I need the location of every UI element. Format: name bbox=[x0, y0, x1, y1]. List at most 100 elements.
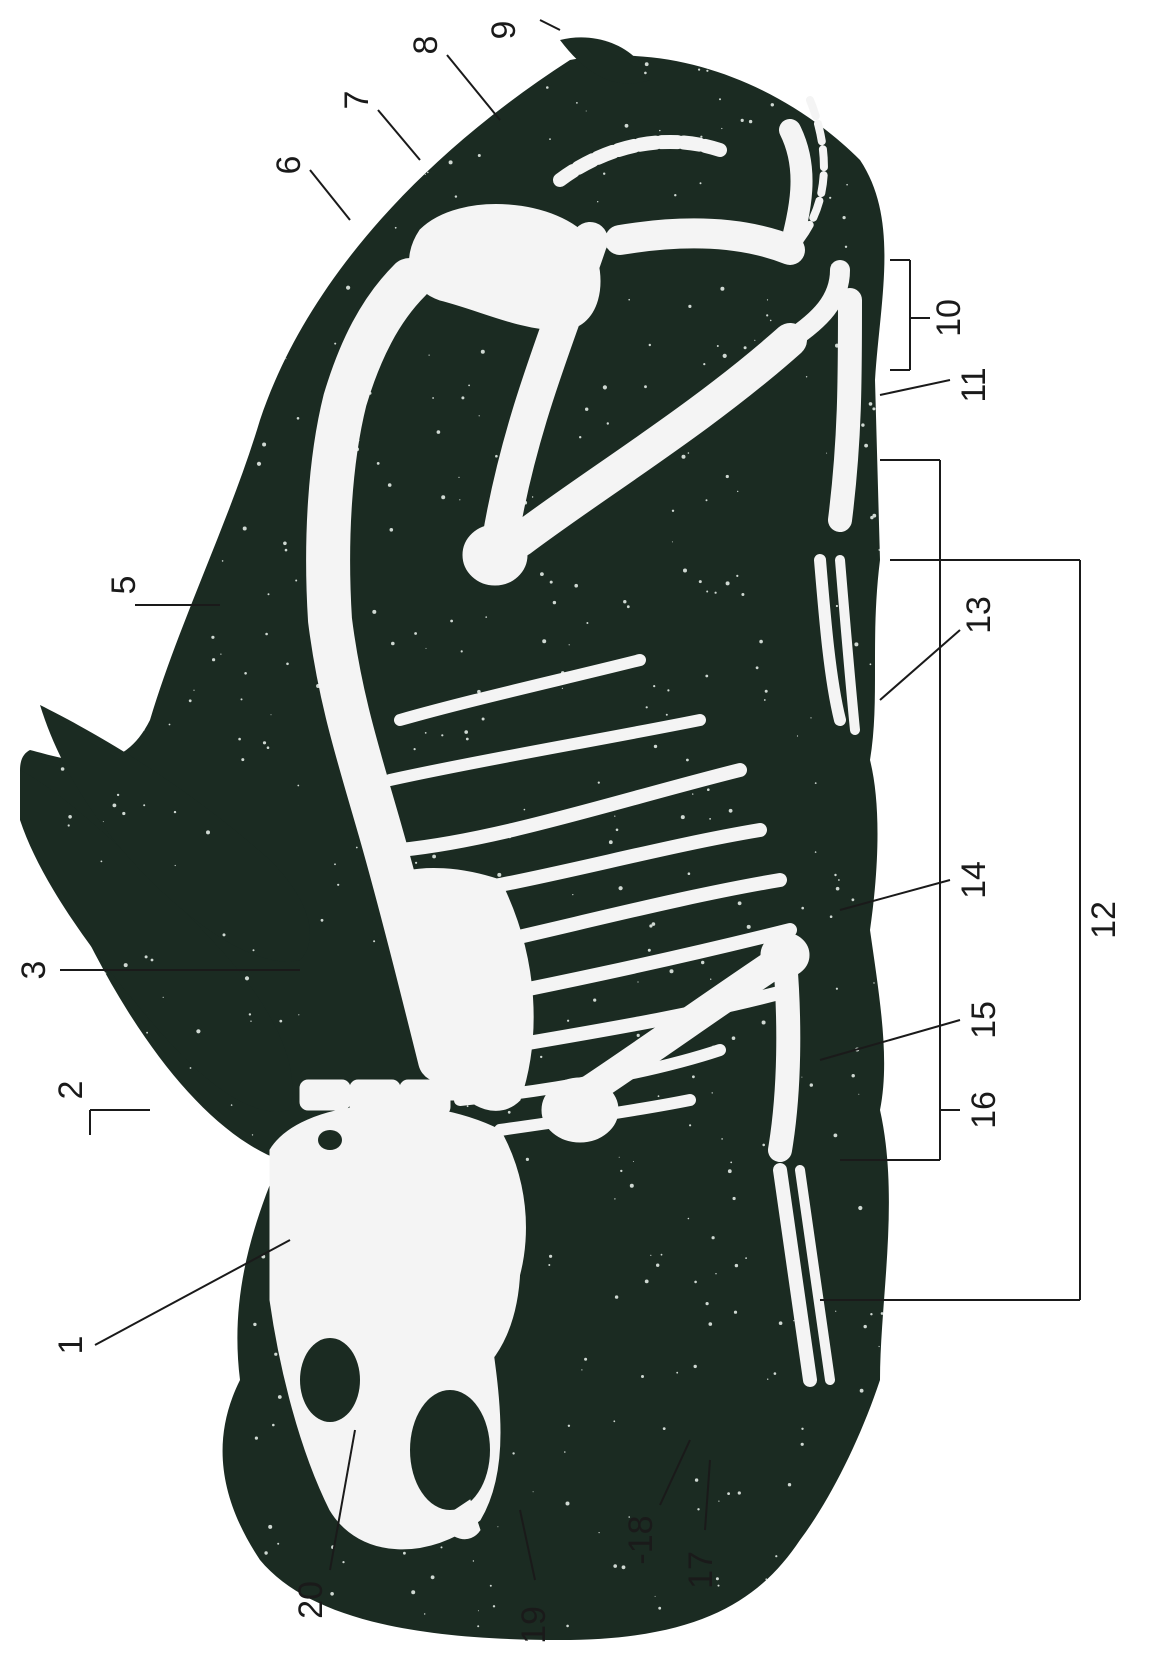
speckle-dot bbox=[764, 699, 766, 701]
speckle-dot bbox=[33, 1296, 34, 1297]
speckle-dot bbox=[321, 919, 324, 922]
speckle-dot bbox=[50, 916, 51, 917]
speckle-dot bbox=[666, 714, 668, 716]
speckle-dot bbox=[810, 1083, 813, 1086]
speckle-dot bbox=[254, 59, 258, 63]
speckle-dot bbox=[598, 782, 600, 784]
speckle-dot bbox=[646, 706, 648, 708]
speckle-dot bbox=[775, 1555, 777, 1557]
speckle-dot bbox=[497, 1526, 498, 1527]
speckle-dot bbox=[337, 884, 339, 886]
speckle-dot bbox=[342, 152, 346, 156]
speckle-dot bbox=[415, 862, 417, 864]
speckle-dot bbox=[765, 1578, 767, 1580]
speckle-dot bbox=[829, 197, 831, 199]
speckle-dot bbox=[43, 369, 45, 371]
speckle-dot bbox=[105, 1202, 107, 1204]
speckle-dot bbox=[89, 1435, 92, 1438]
speckle-dot bbox=[913, 77, 917, 81]
speckle-dot bbox=[905, 453, 906, 454]
speckle-dot bbox=[204, 1598, 208, 1602]
speckle-dot bbox=[81, 700, 82, 701]
speckle-dot bbox=[268, 593, 270, 595]
speckle-dot bbox=[906, 742, 908, 744]
speckle-dot bbox=[771, 103, 774, 106]
speckle-dot bbox=[698, 69, 700, 71]
speckle-dot bbox=[726, 475, 729, 478]
speckle-dot bbox=[137, 318, 141, 322]
speckle-dot bbox=[801, 1077, 802, 1078]
speckle-dot bbox=[658, 1607, 661, 1610]
speckle-dot bbox=[279, 200, 283, 204]
speckle-dot bbox=[672, 510, 674, 512]
speckle-dot bbox=[663, 1427, 666, 1430]
speckle-dot bbox=[271, 714, 272, 715]
speckle-dot bbox=[113, 804, 117, 808]
speckle-dot bbox=[659, 130, 660, 131]
speckle-dot bbox=[861, 423, 864, 426]
label-15: 15 bbox=[965, 1001, 1003, 1039]
speckle-dot bbox=[630, 1184, 634, 1188]
speckle-dot bbox=[688, 872, 691, 875]
speckle-dot bbox=[909, 1045, 913, 1049]
speckle-dot bbox=[860, 1389, 864, 1393]
speckle-dot bbox=[142, 728, 145, 731]
speckle-dot bbox=[550, 581, 553, 584]
speckle-dot bbox=[116, 282, 117, 283]
speckle-dot bbox=[681, 815, 685, 819]
speckle-dot bbox=[262, 443, 266, 447]
speckle-dot bbox=[283, 542, 287, 546]
speckle-dot bbox=[220, 1488, 221, 1489]
speckle-dot bbox=[431, 1575, 435, 1579]
label-12: 12 bbox=[1085, 901, 1123, 939]
speckle-dot bbox=[478, 48, 480, 50]
speckle-dot bbox=[473, 1560, 474, 1561]
speckle-dot bbox=[302, 122, 305, 125]
speckle-dot bbox=[63, 1531, 67, 1535]
speckle-dot bbox=[56, 1483, 60, 1487]
speckle-dot bbox=[286, 358, 287, 359]
speckle-dot bbox=[101, 861, 103, 863]
speckle-dot bbox=[732, 1036, 736, 1040]
speckle-dot bbox=[479, 415, 480, 416]
speckle-dot bbox=[37, 573, 38, 574]
speckle-dot bbox=[56, 1122, 60, 1126]
speckle-dot bbox=[699, 580, 702, 583]
speckle-dot bbox=[139, 1458, 141, 1460]
speckle-dot bbox=[297, 785, 299, 787]
speckle-dot bbox=[44, 1004, 45, 1005]
speckle-dot bbox=[599, 1532, 600, 1533]
speckle-dot bbox=[426, 58, 428, 60]
speckle-dot bbox=[830, 915, 833, 918]
speckle-dot bbox=[688, 305, 691, 308]
speckle-dot bbox=[80, 416, 83, 419]
speckle-dot bbox=[244, 672, 247, 675]
speckle-dot bbox=[870, 1313, 872, 1315]
speckle-dot bbox=[674, 194, 676, 196]
speckle-dot bbox=[706, 70, 708, 72]
speckle-dot bbox=[637, 981, 638, 982]
speckle-dot bbox=[94, 139, 96, 141]
speckle-dot bbox=[903, 769, 904, 770]
speckle-dot bbox=[169, 33, 173, 37]
speckle-dot bbox=[741, 119, 744, 122]
speckle-dot bbox=[177, 1421, 179, 1423]
speckle-dot bbox=[161, 54, 165, 58]
speckle-dot bbox=[720, 287, 724, 291]
speckle-dot bbox=[853, 109, 856, 112]
speckle-dot bbox=[255, 1437, 258, 1440]
label-7: 7 bbox=[338, 91, 376, 110]
speckle-dot bbox=[143, 804, 145, 806]
speckle-dot bbox=[25, 987, 28, 990]
speckle-dot bbox=[893, 161, 897, 165]
speckle-dot bbox=[268, 1525, 272, 1529]
speckle-dot bbox=[478, 154, 481, 157]
speckle-dot bbox=[738, 901, 742, 905]
speckle-dot bbox=[461, 396, 464, 399]
speckle-dot bbox=[735, 1264, 738, 1267]
speckle-dot bbox=[130, 1418, 134, 1422]
speckle-dot bbox=[274, 29, 276, 31]
speckle-dot bbox=[33, 1302, 36, 1305]
speckle-dot bbox=[317, 73, 318, 74]
